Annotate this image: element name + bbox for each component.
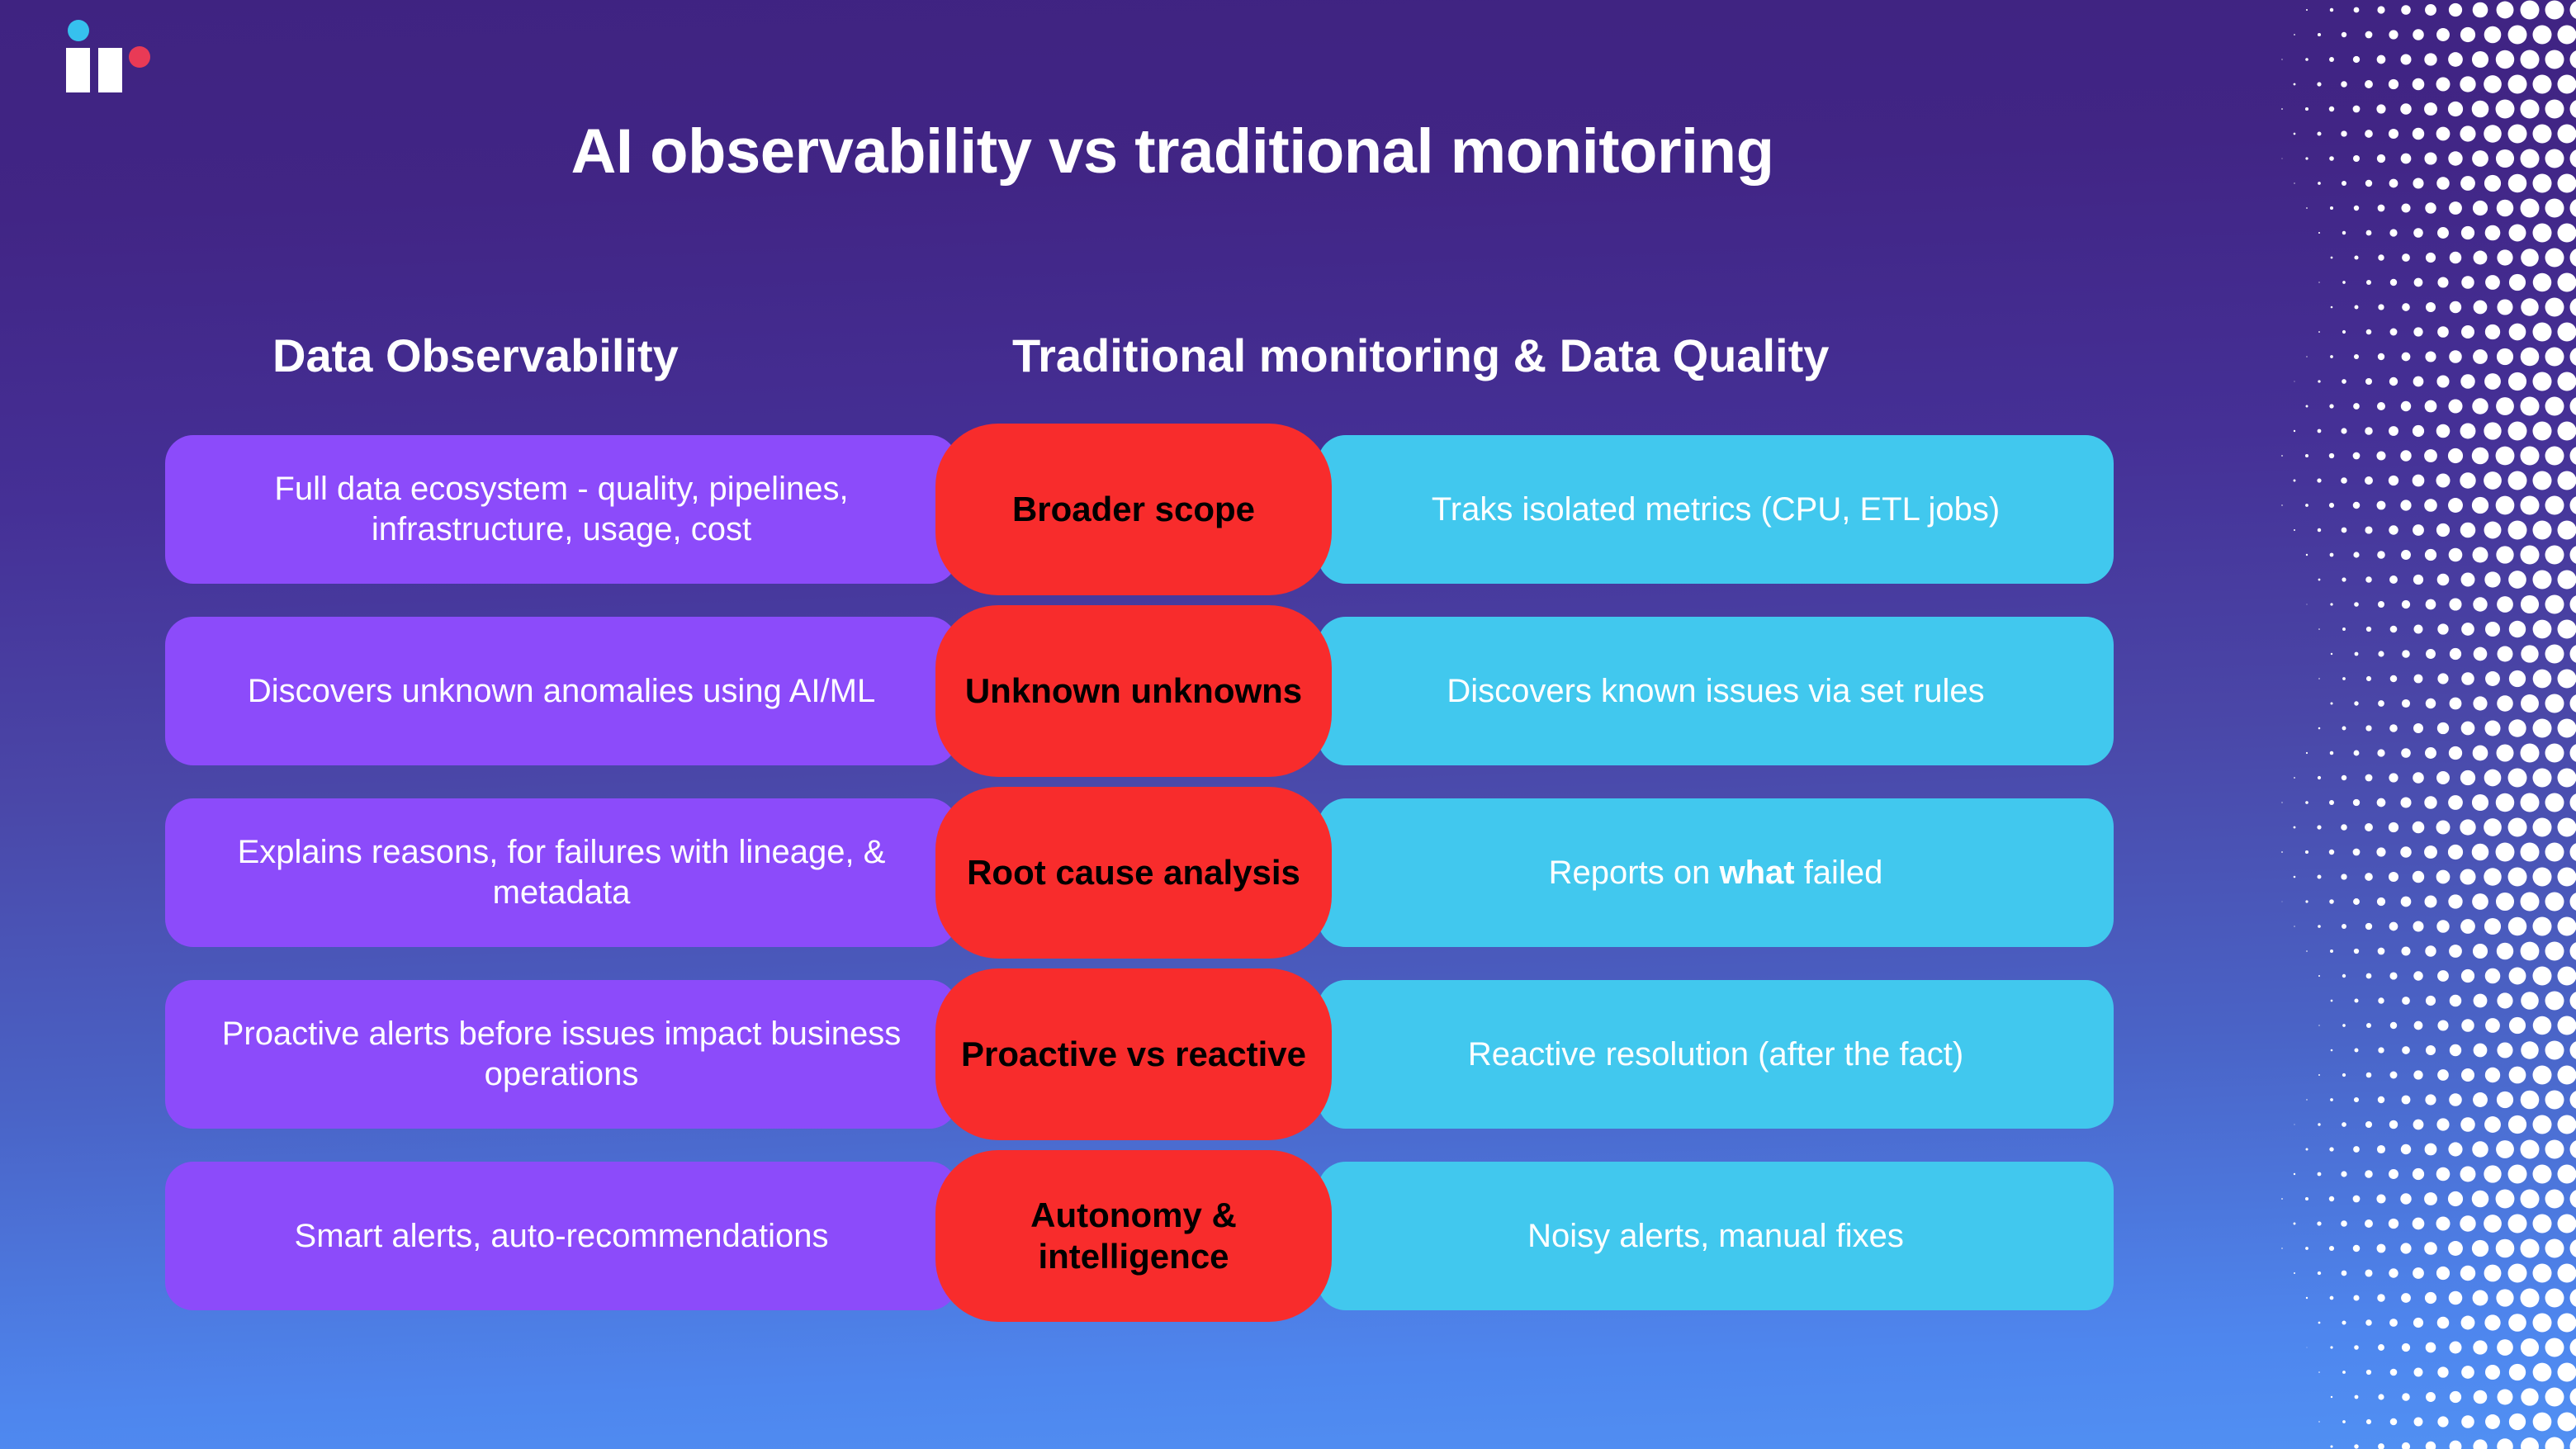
column-header-left: Data Observability	[272, 329, 679, 381]
comparison-row: Explains reasons, for failures with line…	[165, 787, 2114, 959]
observability-cell: Explains reasons, for failures with line…	[165, 798, 958, 947]
logo-red-dot-icon	[129, 46, 150, 68]
emphasis-text: what	[1719, 854, 1795, 891]
criterion-pill: Proactive vs reactive	[935, 968, 1332, 1140]
criterion-pill: Unknown unknowns	[935, 605, 1332, 777]
observability-cell: Proactive alerts before issues impact bu…	[165, 980, 958, 1129]
comparison-row: Proactive alerts before issues impact bu…	[165, 968, 2114, 1140]
halftone-dot-pattern	[2281, 0, 2576, 1449]
logo-mark	[63, 18, 162, 92]
traditional-cell: Noisy alerts, manual fixes	[1318, 1162, 2114, 1310]
traditional-cell-text: Reports on what failed	[1548, 854, 1883, 891]
comparison-table: Full data ecosystem - quality, pipelines…	[165, 424, 2114, 1343]
criterion-pill: Autonomy & intelligence	[935, 1150, 1332, 1322]
comparison-row: Discovers unknown anomalies using AI/ML D…	[165, 605, 2114, 777]
traditional-cell: Traks isolated metrics (CPU, ETL jobs)	[1318, 435, 2114, 584]
traditional-cell: Discovers known issues via set rules	[1318, 617, 2114, 765]
observability-cell: Discovers unknown anomalies using AI/ML	[165, 617, 958, 765]
comparison-row: Smart alerts, auto-recommendations Noisy …	[165, 1150, 2114, 1322]
criterion-pill: Root cause analysis	[935, 787, 1332, 959]
observability-cell: Smart alerts, auto-recommendations	[165, 1162, 958, 1310]
traditional-cell: Reactive resolution (after the fact)	[1318, 980, 2114, 1129]
comparison-row: Full data ecosystem - quality, pipelines…	[165, 424, 2114, 595]
traditional-cell: Reports on what failed	[1318, 798, 2114, 947]
observability-cell: Full data ecosystem - quality, pipelines…	[165, 435, 958, 584]
logo-cyan-dot-icon	[68, 20, 89, 41]
column-header-right: Traditional monitoring & Data Quality	[1012, 329, 1830, 381]
column-headers: Data Observability Traditional monitorin…	[165, 329, 2114, 403]
criterion-pill: Broader scope	[935, 424, 1332, 595]
page-title: AI observability vs traditional monitori…	[571, 116, 1775, 187]
logo-bar-left	[66, 48, 90, 92]
logo-bar-right	[98, 48, 122, 92]
